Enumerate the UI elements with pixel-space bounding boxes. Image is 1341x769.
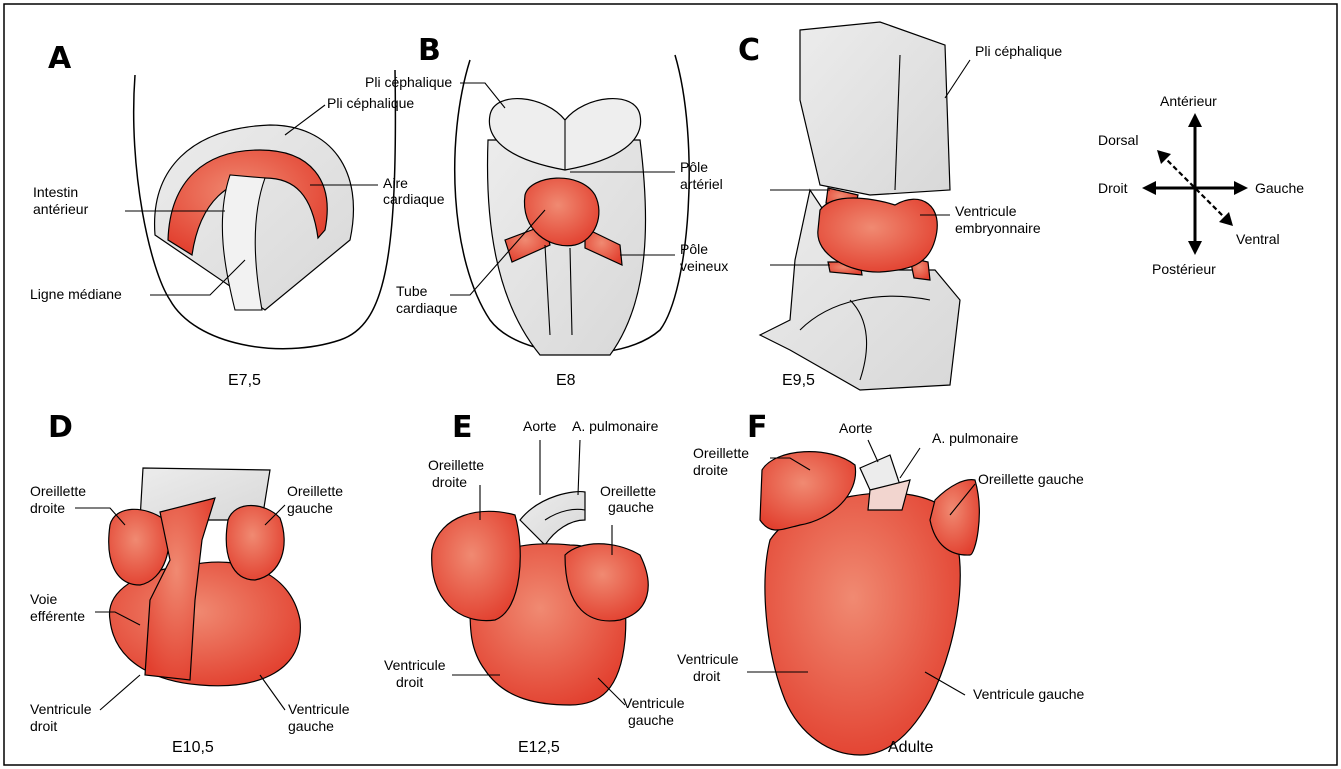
- label-pulm-f: A. pulmonaire: [932, 430, 1019, 446]
- label-or-g-e-2: gauche: [608, 499, 654, 515]
- label-anterieur: Antérieur: [1160, 93, 1217, 109]
- label-or-g-f: Oreillette gauche: [978, 471, 1084, 487]
- label-vd-f-1: Ventricule: [677, 651, 739, 667]
- label-vg-f: Ventricule gauche: [973, 686, 1085, 702]
- label-vd-d-2: droit: [30, 718, 57, 734]
- arrow-droit-icon: [1142, 181, 1156, 195]
- panel-d: D Oreillette droite Oreillette gauche Vo…: [30, 410, 350, 756]
- label-tube-b-2: cardiaque: [396, 300, 458, 316]
- label-aire-a-1: Aire: [383, 175, 408, 191]
- label-vg-e-2: gauche: [628, 712, 674, 728]
- label-tube-b-1: Tube: [396, 283, 428, 299]
- label-pli-c: Pli céphalique: [975, 43, 1062, 59]
- label-vd-e-1: Ventricule: [384, 657, 446, 673]
- pli-leader-c: [945, 60, 970, 98]
- label-pli-b: Pli céphalique: [365, 74, 452, 90]
- stage-e: E12,5: [518, 739, 560, 756]
- label-voie-d-2: efférente: [30, 608, 85, 624]
- label-vd-e-2: droit: [396, 674, 423, 690]
- stage-f: Adulte: [888, 739, 933, 756]
- label-intestin-a-2: antérieur: [33, 201, 89, 217]
- label-pole-vei-b-1: Pôle: [680, 241, 708, 257]
- label-or-d-e-1: Oreillette: [428, 457, 484, 473]
- stage-c: E9,5: [782, 372, 815, 389]
- label-voie-d-1: Voie: [30, 591, 57, 607]
- panel-letter-f: F: [747, 410, 768, 445]
- stage-b: E8: [556, 372, 576, 389]
- panel-a: A Pli céphalique Intestin antérieur Aire…: [30, 41, 445, 389]
- label-or-g-d-2: gauche: [287, 500, 333, 516]
- label-ventral: Ventral: [1236, 231, 1280, 247]
- label-or-d-f-2: droite: [693, 462, 728, 478]
- label-or-d-f-1: Oreillette: [693, 445, 749, 461]
- embryo-upper-c: [800, 22, 950, 195]
- ventricles-f: [765, 493, 960, 755]
- label-or-d-e-2: droite: [432, 474, 467, 490]
- label-droit: Droit: [1098, 180, 1128, 196]
- stage-d: E10,5: [172, 739, 214, 756]
- orientation-axes: Antérieur Postérieur Droit Gauche Dorsal…: [1098, 93, 1304, 277]
- label-aorte-f: Aorte: [839, 420, 873, 436]
- label-pole-art-b-1: Pôle: [680, 159, 708, 175]
- stage-a: E7,5: [228, 372, 261, 389]
- label-pole-art-b-2: artériel: [680, 176, 723, 192]
- great-vessels-e: [520, 492, 585, 545]
- label-ligne-a: Ligne médiane: [30, 286, 122, 302]
- arrow-anterieur-icon: [1188, 113, 1202, 127]
- label-pole-vei-b-2: veineux: [680, 258, 728, 274]
- label-aire-a-2: cardiaque: [383, 191, 445, 207]
- arrow-gauche-icon: [1234, 181, 1248, 195]
- label-dorsal: Dorsal: [1098, 132, 1138, 148]
- panel-b: B Pli céphalique Pôle artériel Pôle vein…: [365, 33, 728, 389]
- label-pulm-e: A. pulmonaire: [572, 418, 659, 434]
- arrow-posterieur-icon: [1188, 241, 1202, 255]
- panel-c: C Pli céphalique Ventricule embryonnaire…: [738, 22, 1062, 390]
- label-ventricule-c-2: embryonnaire: [955, 220, 1041, 236]
- vg-leader-d: [260, 675, 285, 710]
- label-or-d-d-2: droite: [30, 500, 65, 516]
- panel-letter-e: E: [452, 410, 473, 445]
- left-atrium-d: [226, 506, 284, 581]
- right-atrium-e: [432, 511, 521, 620]
- label-or-g-e-1: Oreillette: [600, 483, 656, 499]
- label-vd-f-2: droit: [693, 668, 720, 684]
- label-or-d-d-1: Oreillette: [30, 483, 86, 499]
- label-or-g-d-1: Oreillette: [287, 483, 343, 499]
- pulm-leader-e: [578, 440, 580, 495]
- panel-letter-a: A: [48, 41, 72, 76]
- label-aorte-e: Aorte: [523, 418, 557, 434]
- panel-e: E Aorte A. pulmonaire Oreillette droite …: [384, 410, 685, 756]
- label-gauche: Gauche: [1255, 180, 1304, 196]
- panel-f: F Aorte A. pulmonaire Oreillette droite …: [677, 410, 1085, 756]
- label-intestin-a-1: Intestin: [33, 184, 78, 200]
- aorte-leader-f: [868, 440, 878, 462]
- label-vg-d-2: gauche: [288, 718, 334, 734]
- panel-letter-d: D: [48, 410, 73, 445]
- pulm-leader-f: [900, 448, 920, 478]
- label-vg-d-1: Ventricule: [288, 701, 350, 717]
- label-ventricule-c-1: Ventricule: [955, 203, 1017, 219]
- label-posterieur: Postérieur: [1152, 261, 1216, 277]
- label-pli-a: Pli céphalique: [327, 95, 414, 111]
- vd-leader-d: [100, 675, 140, 710]
- panel-letter-c: C: [738, 33, 760, 68]
- label-vd-d-1: Ventricule: [30, 701, 92, 717]
- panel-letter-b: B: [418, 33, 441, 68]
- label-vg-e-1: Ventricule: [623, 695, 685, 711]
